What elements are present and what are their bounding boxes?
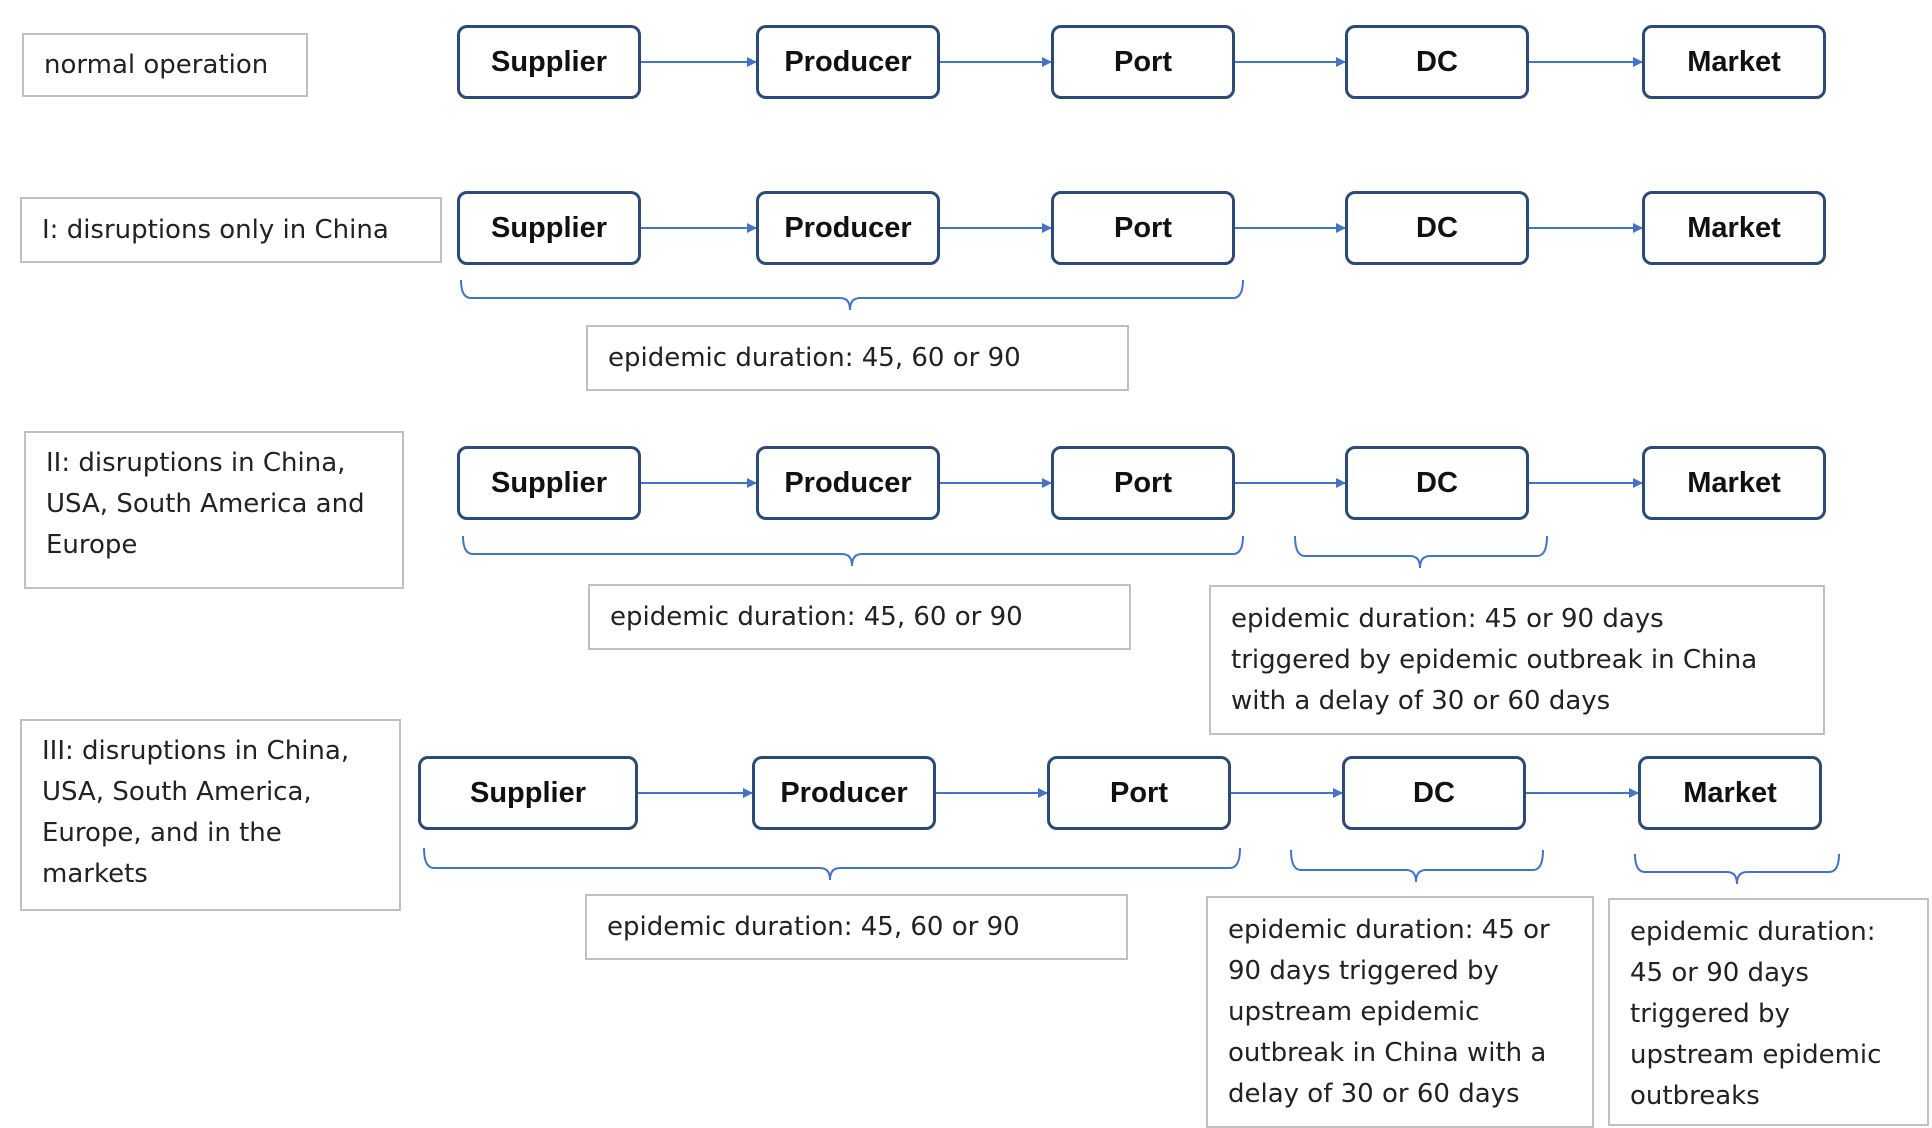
duration-box-dc: epidemic duration: 45 or 90 days trigger… [1209, 585, 1825, 735]
duration-line: epidemic duration: [1630, 917, 1876, 947]
span-brace [460, 279, 1244, 311]
scenario-label-line: normal operation [44, 49, 269, 80]
duration-box-supplier-to-port: epidemic duration: 45, 60 or 90 [588, 584, 1131, 650]
duration-line: epidemic duration: 45, 60 or 90 [610, 601, 1023, 632]
scenario-label-line: I: disruptions only in China [42, 214, 389, 245]
duration-line: with a delay of 30 or 60 days [1231, 686, 1611, 716]
scenario-label-iii: III: disruptions in China, USA, South Am… [20, 719, 401, 911]
stage-port: Port [1047, 756, 1231, 830]
stage-producer: Producer [756, 191, 940, 265]
scenario-label-line: Europe, and in the [42, 818, 282, 848]
stage-dc: DC [1345, 446, 1529, 520]
stage-market: Market [1642, 446, 1826, 520]
duration-box-supplier-to-port: epidemic duration: 45, 60 or 90 [585, 894, 1128, 960]
scenario-label-line: markets [42, 859, 148, 889]
stage-market: Market [1638, 756, 1822, 830]
duration-line: outbreaks [1630, 1081, 1760, 1111]
scenario-label-line: USA, South America and [46, 489, 365, 519]
span-brace [1634, 853, 1840, 885]
stage-supplier: Supplier [457, 191, 641, 265]
stage-market: Market [1642, 25, 1826, 99]
scenario-label-line: III: disruptions in China, [42, 736, 350, 766]
span-brace [423, 847, 1241, 881]
stage-dc: DC [1345, 25, 1529, 99]
duration-box-market: epidemic duration: 45 or 90 days trigger… [1608, 898, 1929, 1126]
duration-line: upstream epidemic [1630, 1040, 1882, 1070]
duration-line: epidemic duration: 45, 60 or 90 [608, 342, 1021, 373]
stage-port: Port [1051, 446, 1235, 520]
span-brace [462, 535, 1244, 567]
duration-box-supplier-to-port: epidemic duration: 45, 60 or 90 [586, 325, 1129, 391]
scenario-label-line: Europe [46, 530, 138, 560]
duration-line: 90 days triggered by [1228, 956, 1499, 986]
stage-supplier: Supplier [418, 756, 638, 830]
stage-port: Port [1051, 191, 1235, 265]
duration-line: outbreak in China with a [1228, 1038, 1547, 1068]
span-brace [1290, 849, 1544, 883]
duration-box-dc: epidemic duration: 45 or 90 days trigger… [1206, 896, 1594, 1128]
duration-line: 45 or 90 days [1630, 958, 1809, 988]
duration-line: triggered by [1630, 999, 1790, 1029]
duration-line: upstream epidemic [1228, 997, 1480, 1027]
stage-dc: DC [1342, 756, 1526, 830]
stage-dc: DC [1345, 191, 1529, 265]
scenario-label-ii: II: disruptions in China, USA, South Ame… [24, 431, 404, 589]
scenario-label-line: USA, South America, [42, 777, 312, 807]
stage-market: Market [1642, 191, 1826, 265]
scenario-label-normal: normal operation [22, 33, 308, 97]
stage-supplier: Supplier [457, 25, 641, 99]
stage-producer: Producer [756, 25, 940, 99]
duration-line: epidemic duration: 45 or 90 days [1231, 604, 1664, 634]
duration-line: triggered by epidemic outbreak in China [1231, 645, 1758, 675]
scenario-label-i: I: disruptions only in China [20, 197, 442, 263]
duration-line: delay of 30 or 60 days [1228, 1079, 1520, 1109]
span-brace [1294, 535, 1548, 569]
duration-line: epidemic duration: 45, 60 or 90 [607, 911, 1020, 942]
scenario-label-line: II: disruptions in China, [46, 448, 346, 478]
stage-port: Port [1051, 25, 1235, 99]
duration-line: epidemic duration: 45 or [1228, 915, 1550, 945]
stage-producer: Producer [756, 446, 940, 520]
stage-producer: Producer [752, 756, 936, 830]
stage-supplier: Supplier [457, 446, 641, 520]
